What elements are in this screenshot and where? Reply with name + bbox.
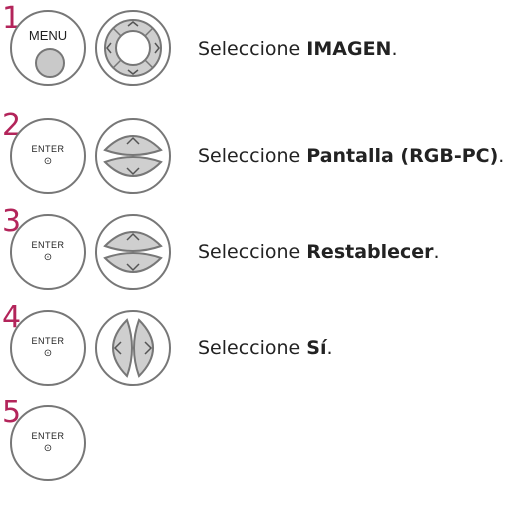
left-right-navigation-button[interactable] (95, 310, 171, 386)
instruction-text: Seleccione (198, 145, 307, 167)
enter-dot-icon: ⊙ (43, 252, 53, 263)
instruction-text: Seleccione (198, 337, 307, 359)
four-way-arrows-icon (104, 19, 162, 77)
step-2-instruction: Seleccione Pantalla (RGB-PC). (198, 145, 504, 167)
instruction-suffix: . (326, 337, 333, 359)
menu-button[interactable]: MENU (10, 10, 86, 86)
step-1-instruction: Seleccione IMAGEN. (198, 38, 398, 60)
step-4-instruction: Seleccione Sí. (198, 337, 333, 359)
instruction-keyword: Pantalla (RGB-PC) (306, 145, 499, 167)
enter-button-label: ENTER (31, 336, 65, 346)
step-3-instruction: Seleccione Restablecer. (198, 241, 440, 263)
up-down-arrows-icon (103, 135, 163, 177)
instruction-keyword: IMAGEN (306, 38, 392, 60)
enter-dot-icon: ⊙ (43, 156, 53, 167)
enter-button-label: ENTER (31, 144, 65, 154)
enter-button[interactable]: ENTER ⊙ (10, 310, 86, 386)
enter-dot-icon: ⊙ (43, 348, 53, 359)
enter-button-label: ENTER (31, 431, 65, 441)
up-down-arrows-icon (103, 231, 163, 273)
four-way-navigation-button[interactable] (95, 10, 171, 86)
instruction-keyword: Sí (306, 337, 327, 359)
menu-button-disc (35, 48, 65, 78)
instruction-suffix: . (391, 38, 398, 60)
up-down-navigation-button[interactable] (95, 214, 171, 290)
left-right-arrows-icon (112, 318, 154, 378)
enter-button[interactable]: ENTER ⊙ (10, 118, 86, 194)
instruction-suffix: . (498, 145, 505, 167)
instruction-text: Seleccione (198, 38, 307, 60)
enter-dot-icon: ⊙ (43, 443, 53, 454)
up-down-navigation-button[interactable] (95, 118, 171, 194)
enter-button[interactable]: ENTER ⊙ (10, 405, 86, 481)
instruction-text: Seleccione (198, 241, 307, 263)
enter-button[interactable]: ENTER ⊙ (10, 214, 86, 290)
enter-button-label: ENTER (31, 240, 65, 250)
instruction-keyword: Restablecer (306, 241, 434, 263)
menu-button-label: MENU (28, 28, 68, 43)
instruction-suffix: . (433, 241, 440, 263)
